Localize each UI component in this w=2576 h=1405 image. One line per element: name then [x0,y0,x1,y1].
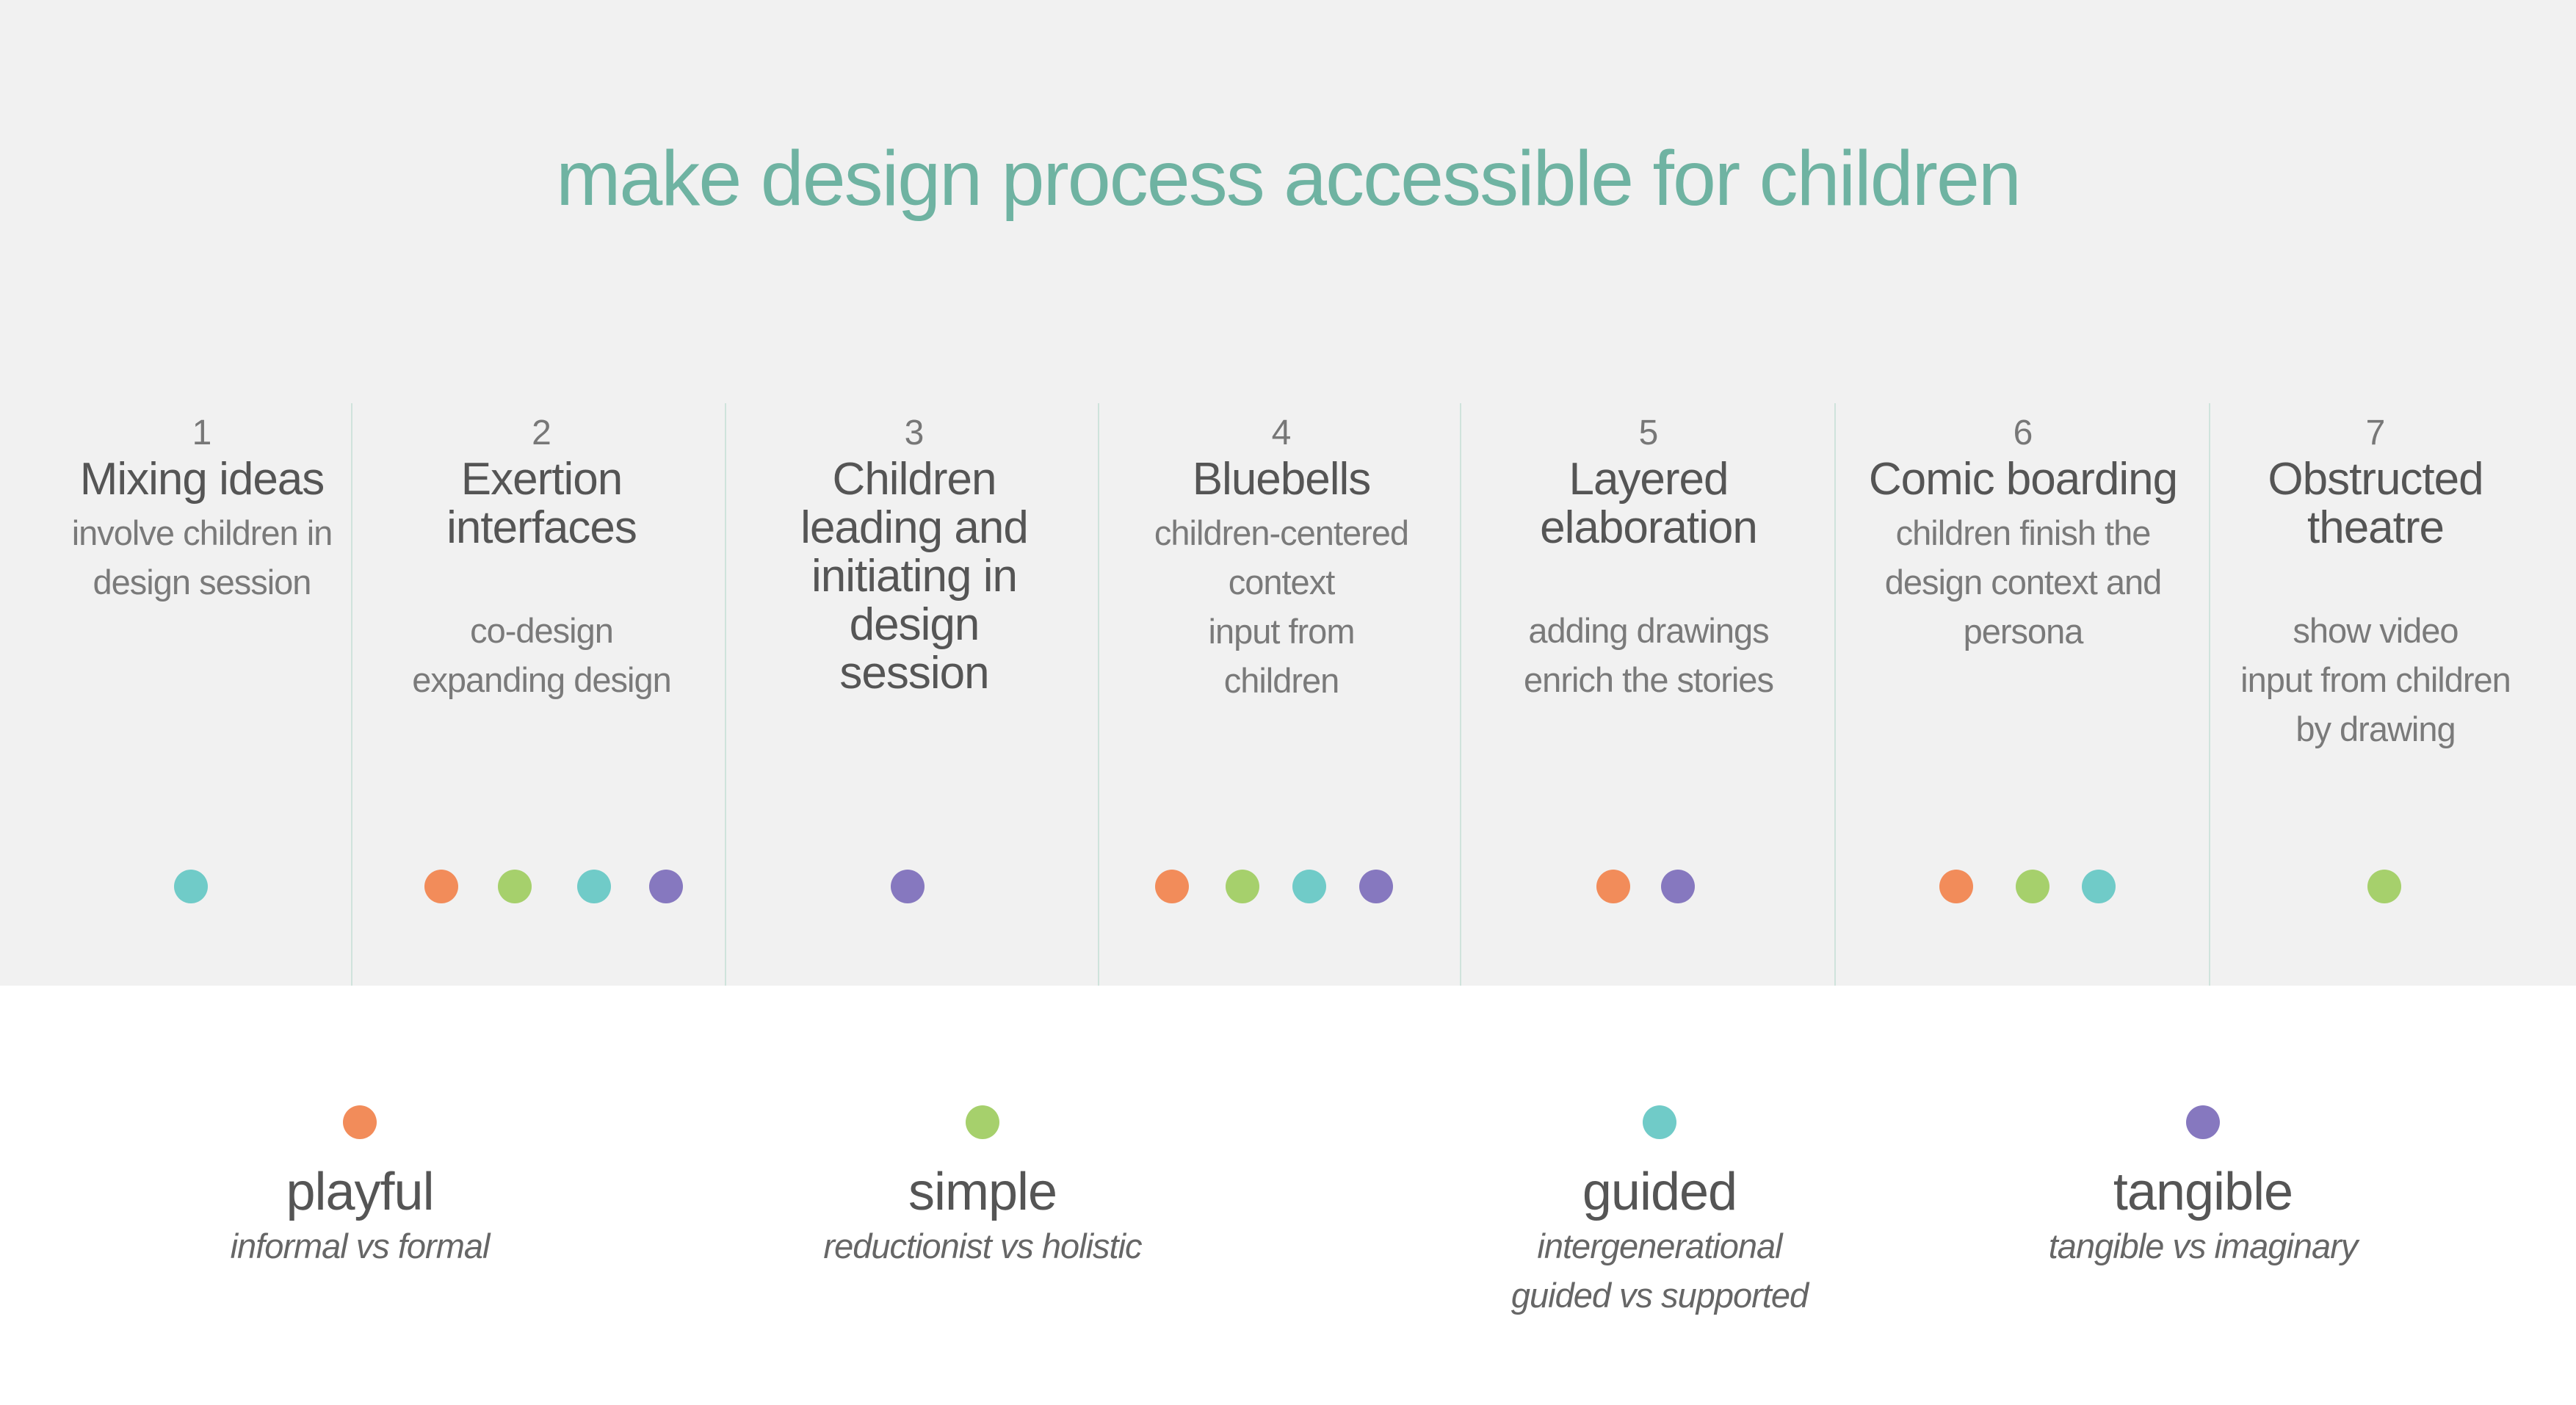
method-column-7: 7 Obstructed theatre show video input fr… [2218,411,2533,754]
page-title: make design process accessible for child… [556,135,2022,222]
playful-dot [1596,870,1630,903]
column-divider [1098,403,1099,986]
legend-title: tangible [2113,1163,2293,1221]
column-divider [725,403,726,986]
method-description: adding drawings enrich the stories [1524,611,1774,699]
method-description: show video input from children by drawin… [2240,611,2511,748]
method-column-6: 6 Comic boarding children finish the des… [1843,411,2203,656]
method-title: Obstructed theatre [2268,454,2483,553]
method-column-5: 5 Layered elaboration adding drawings en… [1469,411,1828,704]
playful-dot [424,870,458,903]
legend-title: playful [286,1163,434,1221]
legend-guided: guided intergenerational guided vs suppo… [1439,1105,1880,1320]
legend-title: guided [1582,1163,1737,1221]
column-divider [1460,403,1461,986]
legend-simple: simple reductionist vs holistic [799,1105,1166,1271]
column-divider [351,403,352,986]
playful-dot [1939,870,1973,903]
legend-playful: playful informal vs formal [176,1105,543,1271]
tangible-dot [649,870,683,903]
legend-subtitle: informal vs formal [230,1227,491,1265]
method-column-4: 4 Bluebells children-centered context in… [1109,411,1454,705]
method-number: 4 [1271,413,1292,452]
guided-dot [1292,870,1326,903]
method-number: 2 [532,413,551,452]
method-column-2: 2 Exertion interfaces co-design expandin… [367,411,716,704]
method-title: Exertion interfaces [446,454,637,553]
method-number: 7 [2365,413,2386,452]
method-number: 6 [2013,413,2033,452]
tangible-dot [891,870,925,903]
playful-dot [1155,870,1189,903]
method-description: involve children in design session [71,513,333,602]
legend-subtitle: reductionist vs holistic [823,1227,1142,1265]
column-divider [1834,403,1836,986]
simple-dot [498,870,532,903]
column-divider [2209,403,2210,986]
method-title: Layered elaboration [1540,454,1758,553]
method-number: 3 [904,413,925,452]
method-number: 1 [192,413,212,452]
legend-title: simple [908,1163,1057,1221]
guided-dot [174,870,208,903]
tangible-dot [2186,1105,2220,1139]
method-title: Bluebells [1192,454,1372,505]
simple-dot [2016,870,2049,903]
methods-panel [0,0,2576,986]
guided-dot [2082,870,2116,903]
tangible-dot [1661,870,1695,903]
method-description: co-design expanding design [412,611,671,699]
method-number: 5 [1638,413,1659,452]
legend-tangible: tangible tangible vs imaginary [2019,1105,2387,1271]
method-title: Comic boarding [1868,454,2178,505]
method-description: children-centered context input from chi… [1154,513,1409,700]
playful-dot [343,1105,377,1139]
guided-dot [577,870,611,903]
legend-subtitle: intergenerational guided vs supported [1510,1227,1809,1315]
method-column-1: 1 Mixing ideas involve children in desig… [44,411,360,607]
method-description: children finish the design context and p… [1884,513,2163,651]
guided-dot [1643,1105,1676,1139]
simple-dot [966,1105,999,1139]
method-title: Mixing ideas [79,454,325,505]
simple-dot [1226,870,1259,903]
method-column-3: 3 Children leading and initiating in des… [734,411,1094,698]
method-title: Children leading and initiating in desig… [800,454,1029,698]
tangible-dot [1359,870,1393,903]
legend-subtitle: tangible vs imaginary [2048,1227,2359,1265]
simple-dot [2367,870,2401,903]
